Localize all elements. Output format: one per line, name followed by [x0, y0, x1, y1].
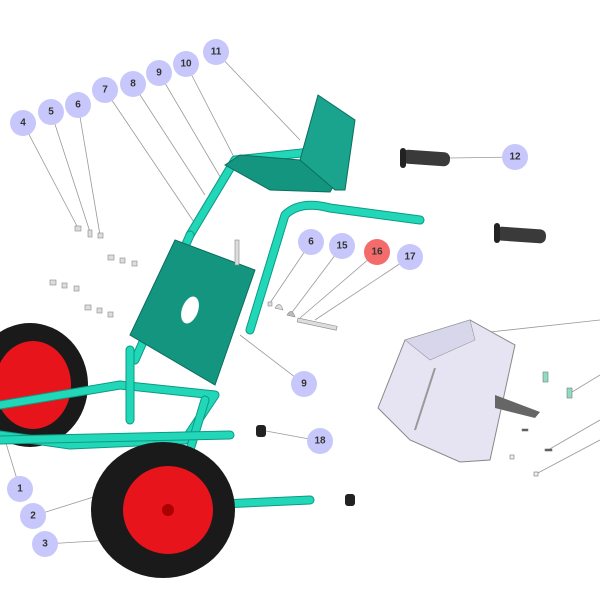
- callout-number: 11: [211, 47, 222, 58]
- leader-line: [77, 104, 101, 236]
- leader-line: [132, 83, 206, 196]
- callout-circle: [397, 244, 423, 270]
- mounting-plate[interactable]: [129, 239, 256, 386]
- callout-number: 16: [371, 247, 383, 258]
- callout-5[interactable]: 5: [38, 99, 64, 125]
- callout-circle: [291, 371, 317, 397]
- callout-circle: [307, 428, 333, 454]
- leader-line: [547, 419, 600, 451]
- seat-part[interactable]: [224, 94, 356, 193]
- leader-line: [22, 122, 79, 229]
- callout-circle: [10, 110, 36, 136]
- callout-circle: [7, 476, 33, 502]
- callout-number: 6: [75, 100, 81, 111]
- leader-line: [289, 245, 343, 316]
- leader-line: [535, 439, 600, 475]
- leader-lines: [4, 51, 600, 545]
- callout-15[interactable]: 15: [329, 233, 355, 259]
- callout-number: 5: [48, 107, 54, 118]
- leader-line: [215, 51, 301, 141]
- wheel-front[interactable]: [91, 442, 235, 578]
- callout-circle: [364, 239, 390, 265]
- callout-number: 3: [42, 539, 48, 550]
- callout-number: 15: [336, 241, 348, 252]
- callout-circle: [32, 531, 58, 557]
- small-fasteners: [49, 225, 338, 331]
- callout-number: 7: [102, 85, 108, 96]
- callout-number: 9: [156, 68, 162, 79]
- callout-9[interactable]: 9: [291, 371, 317, 397]
- callout-number: 4: [20, 118, 26, 129]
- callout-circle: [120, 71, 146, 97]
- callout-7[interactable]: 7: [92, 77, 118, 103]
- callout-circle: [20, 503, 46, 529]
- callout-12[interactable]: 12: [502, 144, 528, 170]
- callout-circle: [203, 39, 229, 65]
- callout-1[interactable]: 1: [7, 476, 33, 502]
- callout-circle: [502, 144, 528, 170]
- leader-line: [239, 334, 305, 385]
- callout-3[interactable]: 3: [32, 531, 58, 557]
- callout-16[interactable]: 16: [364, 239, 390, 265]
- callout-17[interactable]: 17: [397, 244, 423, 270]
- leader-line: [299, 251, 378, 319]
- fasteners-right: [509, 371, 573, 477]
- callout-number: 1: [17, 484, 23, 495]
- callout-18[interactable]: 18: [307, 428, 333, 454]
- callout-4[interactable]: 4: [10, 110, 36, 136]
- leader-line: [314, 256, 411, 321]
- callout-10[interactable]: 10: [173, 51, 199, 77]
- callout-circle: [329, 233, 355, 259]
- handle-grip-upper[interactable]: [400, 148, 451, 168]
- callout-number: 10: [180, 59, 192, 70]
- callout-circle: [146, 60, 172, 86]
- callout-number: 6: [308, 237, 314, 248]
- callout-number: 8: [130, 79, 136, 90]
- callout-circle: [38, 99, 64, 125]
- callout-circle: [298, 229, 324, 255]
- leader-line: [489, 319, 600, 333]
- callout-11[interactable]: 11: [203, 39, 229, 65]
- callout-number: 12: [509, 152, 521, 163]
- guard-box-part[interactable]: [377, 319, 540, 463]
- callout-9[interactable]: 9: [146, 60, 172, 86]
- leader-line: [571, 374, 600, 393]
- callout-number: 9: [301, 379, 307, 390]
- callout-number: 17: [404, 252, 416, 263]
- callout-number: 18: [314, 436, 326, 447]
- leader-line: [158, 72, 223, 181]
- leader-line: [104, 89, 199, 229]
- callout-6[interactable]: 6: [298, 229, 324, 255]
- callout-2[interactable]: 2: [20, 503, 46, 529]
- callout-circle: [173, 51, 199, 77]
- handle-grip-lower[interactable]: [494, 223, 547, 244]
- callout-6[interactable]: 6: [65, 92, 91, 118]
- callout-circle: [65, 92, 91, 118]
- callout-circle: [92, 77, 118, 103]
- wheel-rear[interactable]: [0, 323, 88, 447]
- leader-line: [50, 111, 91, 233]
- callout-number: 2: [30, 511, 36, 522]
- leader-line: [185, 63, 238, 164]
- callout-8[interactable]: 8: [120, 71, 146, 97]
- feet-caps: [256, 425, 355, 506]
